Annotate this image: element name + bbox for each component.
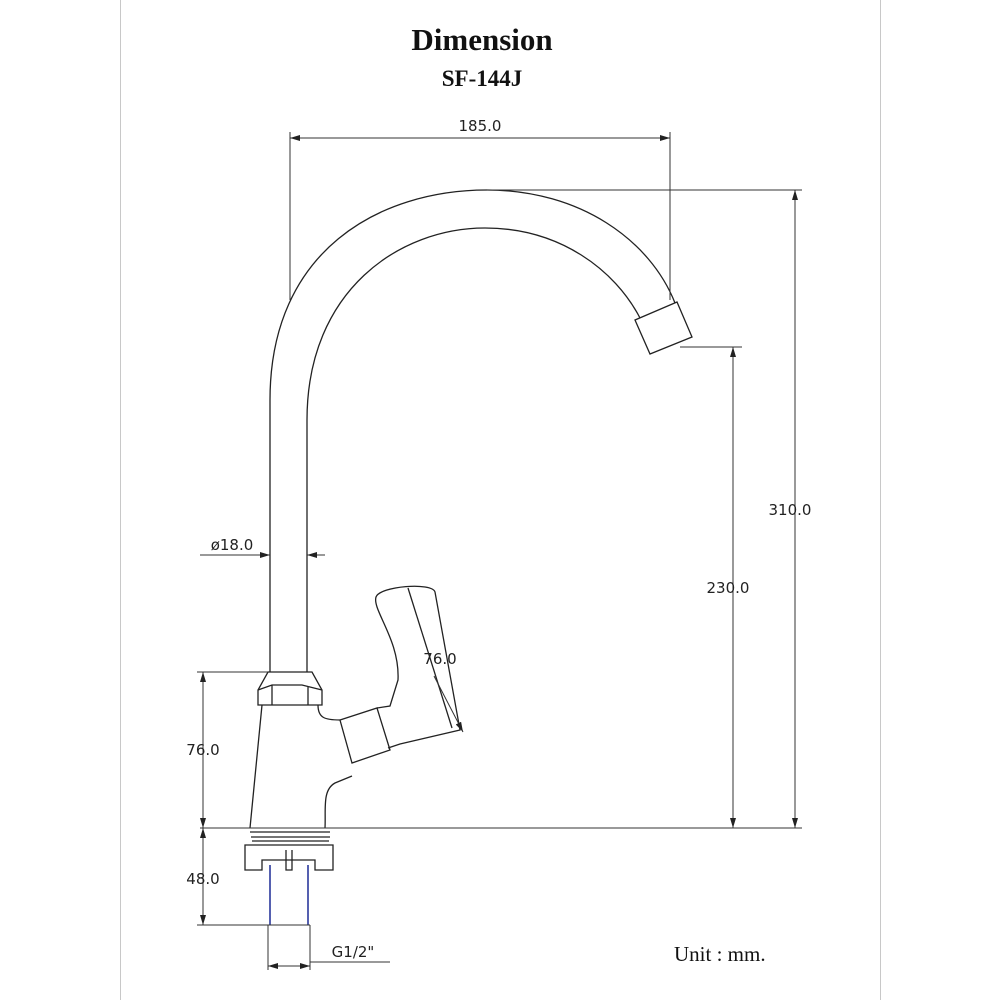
dim-body-height: 76.0 <box>186 741 219 759</box>
dim-thread: G1/2" <box>332 943 375 961</box>
dim-spout-height: 230.0 <box>707 579 750 597</box>
model-number: SF-144J <box>441 66 523 91</box>
page-border-right <box>880 0 881 1000</box>
dim-handle-length: 76.0 <box>423 650 456 668</box>
faucet-body <box>249 585 461 829</box>
dim-total-height: 310.0 <box>769 501 812 519</box>
dim-pipe-diameter: ø18.0 <box>211 536 254 554</box>
drawing-title: Dimension <box>411 22 553 57</box>
dim-spout-reach: 185.0 <box>459 117 502 135</box>
shank <box>244 831 334 925</box>
page-border-left <box>120 0 121 1000</box>
spout <box>269 189 693 672</box>
dim-shank-length: 48.0 <box>186 870 219 888</box>
unit-label: Unit : mm. <box>674 942 766 966</box>
dimension-lines <box>197 132 802 970</box>
aerator-nozzle <box>634 301 693 355</box>
